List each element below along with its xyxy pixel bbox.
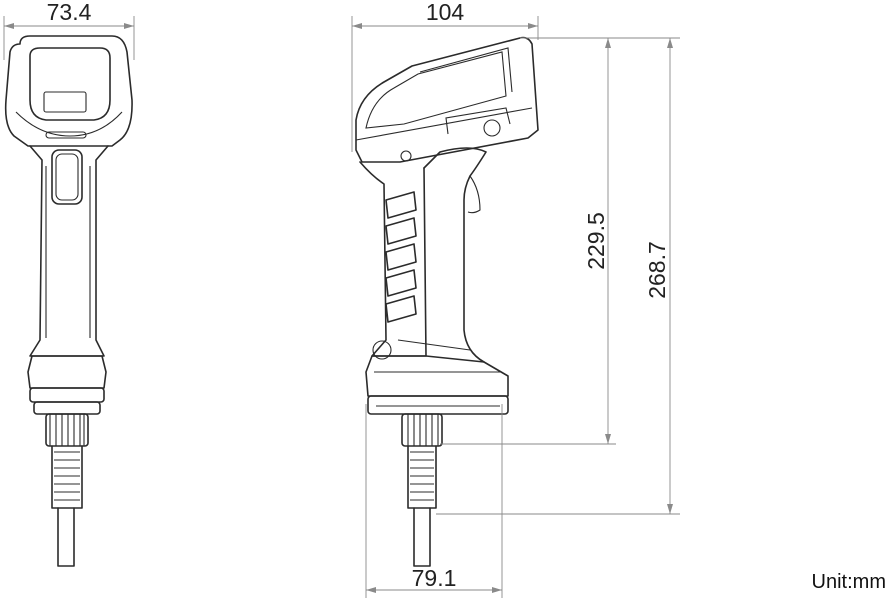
side-base bbox=[365, 355, 509, 397]
front-cable bbox=[57, 507, 75, 567]
front-base bbox=[27, 355, 107, 389]
side-view bbox=[355, 36, 539, 567]
base-width-label: 79.1 bbox=[412, 565, 457, 591]
side-cable bbox=[413, 507, 431, 567]
side-length-label: 104 bbox=[426, 0, 465, 25]
body-height-dimension: 229.5 bbox=[440, 37, 616, 445]
front-scan-window bbox=[29, 47, 111, 121]
side-handle bbox=[359, 161, 427, 357]
total-height-dimension: 268.7 bbox=[436, 37, 680, 515]
side-cable-sleeve bbox=[407, 445, 437, 509]
front-cable-sleeve bbox=[51, 445, 83, 509]
front-view bbox=[4, 35, 133, 567]
front-trigger bbox=[51, 149, 83, 205]
base-width-dimension: 79.1 bbox=[365, 404, 503, 598]
side-head bbox=[355, 36, 539, 163]
side-cable-boot bbox=[401, 413, 443, 447]
side-grip-ribs bbox=[385, 191, 417, 323]
side-length-dimension: 104 bbox=[351, 0, 539, 152]
front-cable-boot bbox=[45, 413, 89, 447]
front-width-label: 73.4 bbox=[47, 0, 92, 25]
front-handle bbox=[29, 145, 109, 357]
total-height-label: 268.7 bbox=[644, 241, 670, 299]
front-width-dimension: 73.4 bbox=[3, 0, 135, 60]
front-head bbox=[4, 35, 133, 147]
unit-label: Unit:mm bbox=[812, 571, 886, 593]
body-height-label: 229.5 bbox=[583, 212, 609, 270]
front-scan-slot bbox=[43, 91, 87, 113]
